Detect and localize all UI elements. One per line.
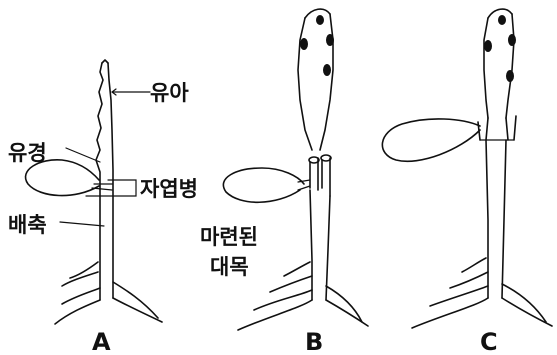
panel-a-cotyledon [26, 160, 99, 196]
panel-a-root-right [113, 298, 162, 322]
label-rootstock-line1: 마련된 [200, 225, 258, 249]
panel-c-scion-bud [484, 40, 492, 52]
panel-b-rootstock-stem [310, 190, 312, 300]
label-hypocotyl: 배축 [8, 213, 47, 237]
label-scion-stem: 유경 [8, 141, 47, 165]
leader-hypocotyl [60, 222, 104, 226]
label-cotyledon-petiole: 자엽병 [140, 177, 198, 201]
panel-b-cotyledon [223, 168, 304, 202]
panel-b-scion-bud [300, 38, 308, 50]
panel-c-joined [382, 9, 552, 328]
panel-b-graft [223, 9, 368, 330]
panel-a-stem-left [96, 63, 103, 300]
panel-b-scion [298, 18, 312, 150]
label-bud: 유아 [150, 81, 189, 105]
panel-c-stem [486, 140, 488, 298]
label-rootstock-line2: 대목 [210, 255, 249, 279]
panel-label-c: C [480, 328, 498, 355]
panel-label-b: B [305, 328, 323, 355]
panel-label-a: A [92, 328, 111, 355]
panel-a-stem-tip [102, 60, 108, 63]
panel-b-root [238, 300, 312, 330]
panel-c-root [412, 298, 488, 328]
leader-scion-stem [66, 148, 100, 162]
panel-c-scion [484, 18, 488, 118]
panel-c-cotyledon [382, 119, 480, 161]
